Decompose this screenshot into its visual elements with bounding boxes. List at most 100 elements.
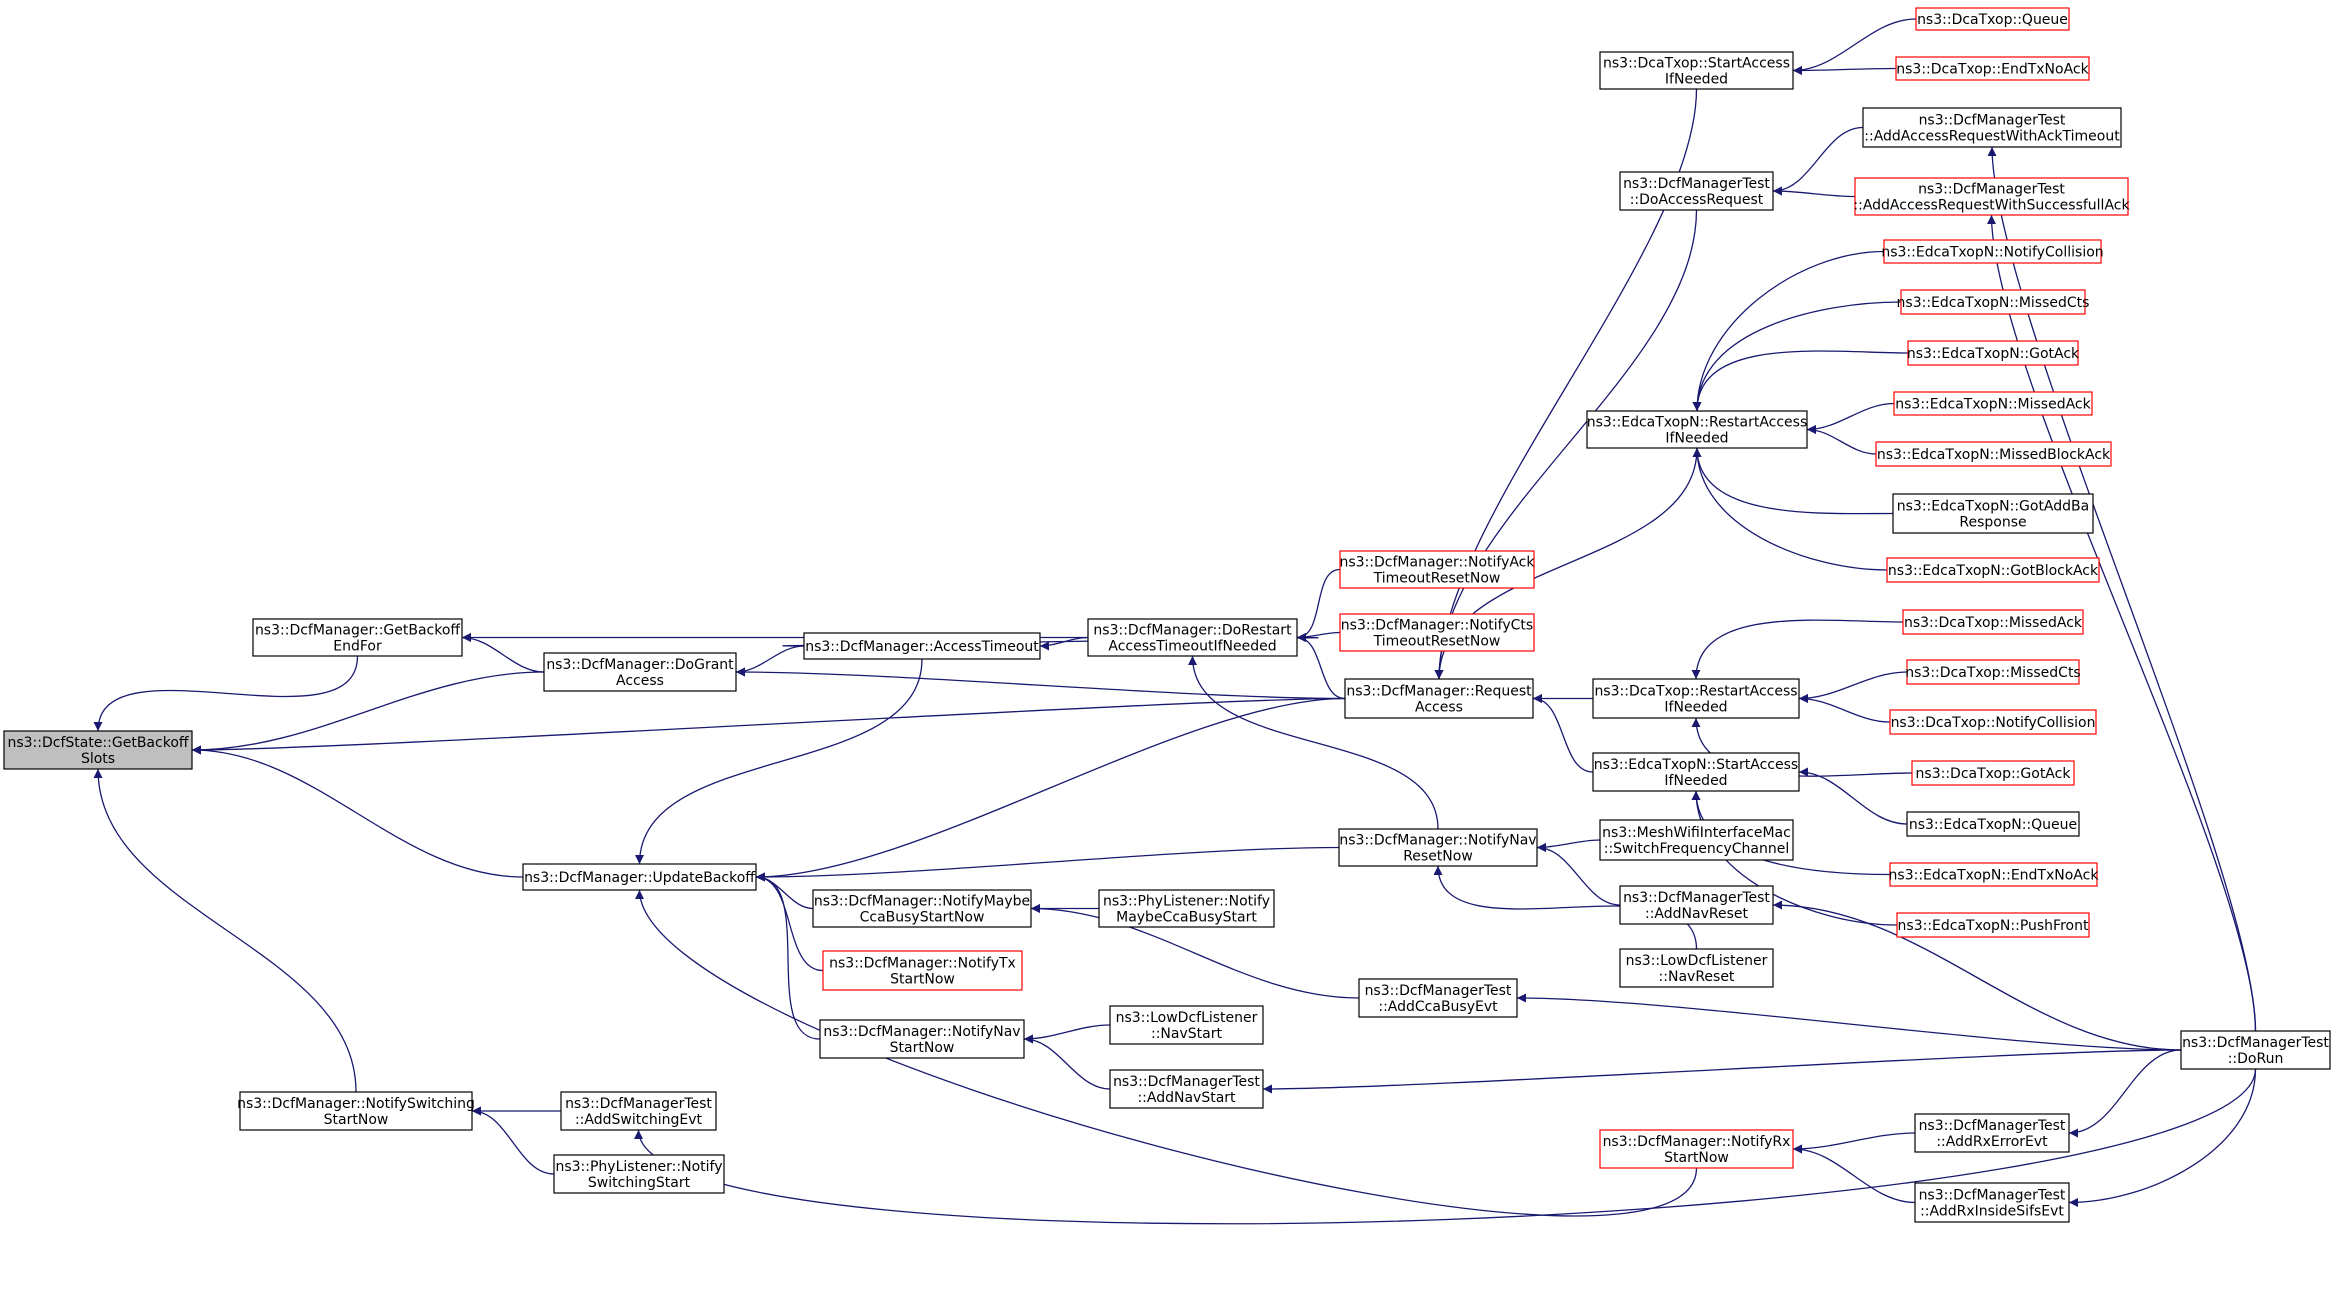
node-box <box>1619 885 1774 925</box>
node-label: ns3::DcaTxop::EndTxNoAck <box>1896 62 2089 78</box>
node-edcaNotifyCollision[interactable]: ns3::EdcaTxopN::NotifyCollision <box>1881 239 2104 264</box>
node-box <box>1906 659 2080 685</box>
node-label: ns3::DcfManager::NotifyNav <box>823 1024 1020 1040</box>
node-edcaPushFront[interactable]: ns3::EdcaTxopN::PushFront <box>1896 912 2090 938</box>
node-box <box>803 632 1041 660</box>
node-label: ns3::PhyListener::Notify <box>555 1159 722 1175</box>
node-dcaMissedCts[interactable]: ns3::DcaTxop::MissedCts <box>1905 659 2081 685</box>
node-addNavStart[interactable]: ns3::DcfManagerTest::AddNavStart <box>1109 1069 1264 1109</box>
node-label: Slots <box>81 751 115 767</box>
node-label: ns3::DcfManager::DoGrant <box>546 657 734 673</box>
call-edge-notifyRxStartNow-to-updateBackoff <box>635 889 1698 1217</box>
call-edge-addRxErrorEvt-to-notifyRxStartNow <box>1792 1132 1916 1154</box>
node-box <box>3 730 193 770</box>
node-box <box>1619 171 1774 211</box>
node-edcaMissedCts[interactable]: ns3::EdcaTxopN::MissedCts <box>1897 289 2090 315</box>
node-addAccessReqSuccessfullAck[interactable]: ns3::DcfManagerTest::AddAccessRequestWit… <box>1853 177 2130 216</box>
node-label: StartNow <box>1664 1150 1729 1166</box>
call-edge-notifyNavResetNow-to-doRestartAccess <box>1188 655 1439 830</box>
node-dcaGotAck[interactable]: ns3::DcaTxop::GotAck <box>1911 760 2075 786</box>
node-accessTimeout[interactable]: ns3::DcfManager::AccessTimeout <box>803 632 1041 660</box>
call-edge-getBackoffEndFor-to-root <box>93 655 359 732</box>
node-notifyMaybeCca[interactable]: ns3::DcfManager::NotifyMaybeCcaBusyStart… <box>812 889 1032 928</box>
node-label: ns3::DcfManager::NotifyRx <box>1603 1134 1791 1150</box>
node-edcaMissedBlockAck[interactable]: ns3::EdcaTxopN::MissedBlockAck <box>1875 441 2112 467</box>
node-dcaQueue[interactable]: ns3::DcaTxop::Queue <box>1915 7 2070 31</box>
node-addCcaBusyEvt[interactable]: ns3::DcfManagerTest::AddCcaBusyEvt <box>1358 978 1518 1018</box>
node-label: IfNeeded <box>1664 773 1727 789</box>
node-lowNavReset[interactable]: ns3::LowDcfListener::NavReset <box>1619 948 1774 988</box>
node-box <box>1339 613 1535 652</box>
node-phyNotifyMaybeCca[interactable]: ns3::PhyListener::NotifyMaybeCcaBusyStar… <box>1098 889 1275 928</box>
node-label: ns3::DcfManagerTest <box>1623 890 1770 906</box>
node-box <box>1358 978 1518 1018</box>
node-label: ns3::LowDcfListener <box>1116 1010 1258 1026</box>
call-edge-accessTimeout-to-updateBackoff <box>635 658 923 865</box>
node-dcaEndTxNoAck[interactable]: ns3::DcaTxop::EndTxNoAck <box>1895 56 2090 81</box>
node-addSwitchingEvt[interactable]: ns3::DcfManagerTest::AddSwitchingEvt <box>560 1091 717 1131</box>
node-label: TimeoutResetNow <box>1373 571 1501 587</box>
node-updateBackoff[interactable]: ns3::DcfManager::UpdateBackoff <box>522 863 757 891</box>
node-label: ns3::DcaTxop::MissedAck <box>1904 615 2083 631</box>
call-edge-dcaNotifyCollision-to-dcaRestartAccess <box>1798 694 1891 723</box>
node-label: ::AddNavStart <box>1137 1090 1236 1106</box>
node-meshSwitchFreq[interactable]: ns3::MeshWifiInterfaceMac::SwitchFrequen… <box>1599 819 1794 861</box>
node-notifyAckTimeoutReset[interactable]: ns3::DcfManager::NotifyAckTimeoutResetNo… <box>1339 550 1536 589</box>
node-label: ns3::DcaTxop::Queue <box>1917 12 2068 28</box>
node-label: IfNeeded <box>1665 72 1728 88</box>
node-dcaNotifyCollision[interactable]: ns3::DcaTxop::NotifyCollision <box>1889 709 2097 735</box>
node-box <box>819 1019 1025 1059</box>
call-edge-edcaNotifyCollision-to-edcaRestartAccess <box>1692 250 1885 412</box>
node-box <box>1914 1182 2070 1223</box>
call-edge-updateBackoff-to-root <box>191 745 524 878</box>
node-addRxInsideSifsEvt[interactable]: ns3::DcfManagerTest::AddRxInsideSifsEvt <box>1914 1182 2070 1223</box>
node-box <box>1339 550 1535 589</box>
node-doRun[interactable]: ns3::DcfManagerTest::DoRun <box>2180 1030 2331 1070</box>
node-box <box>1109 1069 1264 1109</box>
node-addAccessReqAckTimeout[interactable]: ns3::DcfManagerTest::AddAccessRequestWit… <box>1862 107 2122 148</box>
node-label: ns3::DcfManager::Request <box>1346 684 1532 700</box>
node-notifyCtsTimeoutReset[interactable]: ns3::DcfManager::NotifyCtsTimeoutResetNo… <box>1339 613 1535 652</box>
node-edcaQueue[interactable]: ns3::EdcaTxopN::Queue <box>1906 811 2080 837</box>
node-label: Response <box>1959 515 2026 531</box>
call-edge-addAccessReqAckTimeout-to-doAccessRequest <box>1772 126 1864 196</box>
node-edcaEndTxNoAck[interactable]: ns3::EdcaTxopN::EndTxNoAck <box>1889 862 2100 887</box>
node-doRestartAccess[interactable]: ns3::DcfManager::DoRestartAccessTimeoutI… <box>1087 618 1298 657</box>
node-box <box>1098 889 1275 928</box>
node-label: ns3::EdcaTxopN::EndTxNoAck <box>1889 868 2100 884</box>
node-label: ns3::DcfManager::NotifyMaybe <box>814 894 1030 910</box>
node-edcaGotBlockAck[interactable]: ns3::EdcaTxopN::GotBlockAck <box>1886 557 2100 583</box>
node-box <box>1892 493 2094 534</box>
call-edge-edcaMissedAck-to-edcaRestartAccess <box>1806 402 1895 434</box>
call-edge-doRun-to-addNavReset <box>1772 900 2182 1051</box>
node-doAccessRequest[interactable]: ns3::DcfManagerTest::DoAccessRequest <box>1619 171 1774 211</box>
node-edcaGotAck[interactable]: ns3::EdcaTxopN::GotAck <box>1907 340 2080 366</box>
node-label: ::DoAccessRequest <box>1630 192 1764 208</box>
node-box <box>1883 239 2102 264</box>
node-box <box>1344 678 1534 719</box>
node-addNavReset[interactable]: ns3::DcfManagerTest::AddNavReset <box>1619 885 1774 925</box>
node-lowNavStart[interactable]: ns3::LowDcfListener::NavStart <box>1109 1005 1264 1045</box>
node-edcaMissedAck[interactable]: ns3::EdcaTxopN::MissedAck <box>1893 391 2093 416</box>
call-edge-dcaStartAccess-to-requestAccess <box>1434 88 1698 680</box>
call-edge-addCcaBusyEvt-to-notifyMaybeCca <box>1030 904 1360 999</box>
node-addRxErrorEvt[interactable]: ns3::DcfManagerTest::AddRxErrorEvt <box>1914 1113 2070 1153</box>
node-label: CcaBusyStartNow <box>860 910 985 926</box>
call-edge-addRxInsideSifsEvt-to-notifyRxStartNow <box>1792 1144 1916 1204</box>
node-dcaMissedAck[interactable]: ns3::DcaTxop::MissedAck <box>1902 609 2084 635</box>
call-edge-doRun-to-addAccessReqAckTimeout <box>1987 146 2257 1032</box>
